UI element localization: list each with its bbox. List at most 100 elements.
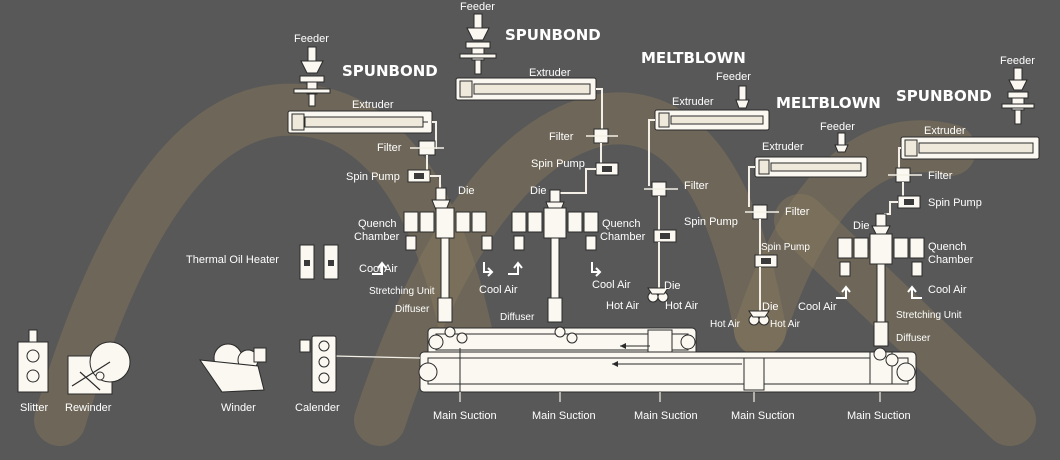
feeder-2 xyxy=(459,13,497,75)
conveyor-lower xyxy=(418,347,917,393)
label-chamber-1: Chamber xyxy=(354,231,400,243)
label-feeder-1: Feeder xyxy=(294,33,329,45)
label-hot-air-4: Hot Air xyxy=(770,319,801,330)
label-feeder-5: Feeder xyxy=(1000,55,1035,67)
spunbond-line-2 xyxy=(455,13,619,323)
label-stretching-unit-1: Stretching Unit xyxy=(369,286,435,297)
quench-chamber-5 xyxy=(837,233,925,277)
spin-pump-5 xyxy=(897,195,921,209)
title-meltblown-1: MELTBLOWN xyxy=(641,49,746,67)
label-extruder-5: Extruder xyxy=(924,125,966,137)
winder xyxy=(198,343,267,393)
spin-pump-4 xyxy=(754,254,778,268)
die-3 xyxy=(647,287,669,303)
diffuser-1 xyxy=(437,297,453,323)
label-cool-air-1: Cool Air xyxy=(359,263,398,275)
filter-1 xyxy=(410,140,444,156)
label-die-2: Die xyxy=(530,185,547,197)
label-spin-pump-4: Spin Pump xyxy=(761,242,810,253)
extruder-5 xyxy=(900,136,1040,160)
label-hot-air-2: Hot Air xyxy=(665,300,698,312)
stretching-unit-2 xyxy=(550,237,560,299)
slitter xyxy=(17,329,49,393)
quench-chamber-1 xyxy=(403,207,493,251)
label-main-suction-3: Main Suction xyxy=(634,410,698,422)
label-cool-air-4: Cool Air xyxy=(798,301,837,313)
label-spin-pump-5: Spin Pump xyxy=(928,197,982,209)
label-extruder-2: Extruder xyxy=(529,67,571,79)
label-quench-2: Quench xyxy=(602,218,641,230)
label-filter-4: Filter xyxy=(785,206,810,218)
feeder-3 xyxy=(735,85,750,109)
extruder-1 xyxy=(287,110,433,134)
label-filter-3: Filter xyxy=(684,180,709,192)
label-extruder-1: Extruder xyxy=(352,99,394,111)
suction-ducts xyxy=(459,392,881,402)
label-thermal-oil-heater: Thermal Oil Heater xyxy=(186,254,279,266)
label-rewinder: Rewinder xyxy=(65,402,112,414)
stretching-unit-1 xyxy=(440,237,450,299)
web-path xyxy=(333,355,421,359)
label-feeder-3: Feeder xyxy=(716,71,751,83)
label-diffuser-1: Diffuser xyxy=(395,304,430,315)
thermal-oil-heater xyxy=(299,244,339,280)
spunbond-line-3 xyxy=(837,67,1040,347)
label-hot-air-1: Hot Air xyxy=(606,300,639,312)
title-spunbond-1: SPUNBOND xyxy=(342,62,438,80)
label-calender: Calender xyxy=(295,402,340,414)
title-meltblown-2: MELTBLOWN xyxy=(776,94,881,112)
label-chamber-2: Chamber xyxy=(600,231,646,243)
diffuser-2 xyxy=(547,297,563,323)
label-die-1: Die xyxy=(458,185,475,197)
cool-air-arrows xyxy=(372,261,922,299)
label-feeder-2: Feeder xyxy=(460,1,495,13)
spin-pump-3 xyxy=(653,229,677,243)
label-extruder-3: Extruder xyxy=(672,96,714,108)
label-cool-air-2: Cool Air xyxy=(479,284,518,296)
spin-pump-2 xyxy=(595,162,619,176)
label-filter-2: Filter xyxy=(549,131,574,143)
label-winder: Winder xyxy=(221,402,256,414)
labels: SPUNBOND SPUNBOND MELTBLOWN MELTBLOWN SP… xyxy=(20,1,1035,422)
label-filter-1: Filter xyxy=(377,142,402,154)
extruder-2 xyxy=(455,77,597,101)
meltblown-line-2 xyxy=(745,132,868,326)
filter-2 xyxy=(586,128,618,144)
label-slitter: Slitter xyxy=(20,402,48,414)
feeder-4 xyxy=(834,132,849,153)
rewinder xyxy=(67,341,131,395)
label-main-suction-5: Main Suction xyxy=(847,410,911,422)
stretching-unit-5 xyxy=(876,263,886,323)
title-spunbond-3: SPUNBOND xyxy=(896,87,992,105)
feeder-1 xyxy=(293,46,331,107)
label-hot-air-3: Hot Air xyxy=(710,319,741,330)
label-extruder-4: Extruder xyxy=(762,141,804,153)
spin-pump-1 xyxy=(407,169,431,183)
label-spin-pump-1: Spin Pump xyxy=(346,171,400,183)
label-die-4: Die xyxy=(762,301,779,313)
label-main-suction-2: Main Suction xyxy=(532,410,596,422)
quench-chamber-2 xyxy=(511,207,599,251)
calender xyxy=(299,335,337,393)
label-chamber-5: Chamber xyxy=(928,254,974,266)
label-die-3: Die xyxy=(664,280,681,292)
label-main-suction-1: Main Suction xyxy=(433,410,497,422)
label-cool-air-5: Cool Air xyxy=(928,284,967,296)
die-4 xyxy=(748,310,770,326)
label-spin-pump-2: Spin Pump xyxy=(531,158,585,170)
extruder-3 xyxy=(654,109,770,131)
label-stretching-unit-5: Stretching Unit xyxy=(896,310,962,321)
label-diffuser-2: Diffuser xyxy=(500,312,535,323)
label-quench-1: Quench xyxy=(358,218,397,230)
label-main-suction-4: Main Suction xyxy=(731,410,795,422)
label-quench-5: Quench xyxy=(928,241,967,253)
label-cool-air-3: Cool Air xyxy=(592,279,631,291)
die-5 xyxy=(871,213,891,235)
conveyor-upper xyxy=(427,326,697,357)
filter-3 xyxy=(644,181,678,197)
meltblown-line-1 xyxy=(644,85,770,303)
feeder-5 xyxy=(1001,67,1035,125)
diffuser-5 xyxy=(873,321,889,347)
